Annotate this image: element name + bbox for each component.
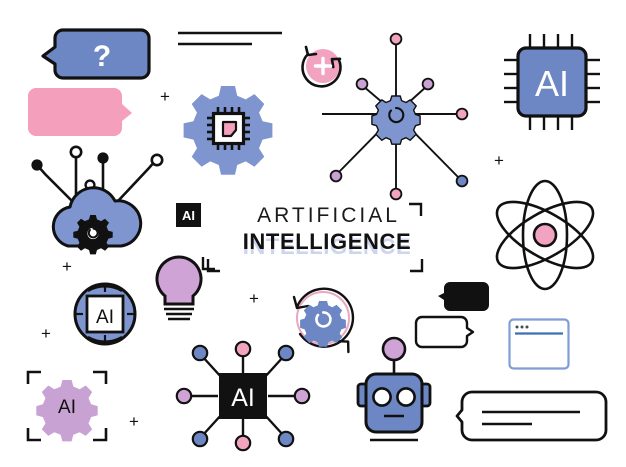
- network-ai-label: AI: [231, 384, 255, 412]
- chip-ai-label: AI: [535, 63, 569, 104]
- corner-bracket-top-right: [408, 202, 424, 219]
- plus-decoration: +: [249, 289, 259, 308]
- ai-processor-chip-icon: AI: [498, 26, 610, 138]
- ai-tag-badge: AI: [176, 203, 201, 227]
- robot-head-icon: [348, 334, 440, 454]
- pink-speech-bubble: [28, 86, 136, 140]
- ai-network-node-icon: AI: [175, 338, 311, 454]
- question-mark-glyph: ?: [93, 40, 111, 73]
- black-speech-bubble: [437, 281, 491, 313]
- white-speech-bubble: [414, 315, 475, 349]
- plus-decoration: +: [494, 151, 504, 170]
- corner-bracket-bottom-right: [409, 258, 425, 274]
- plus-decoration: +: [160, 87, 170, 106]
- corner-bracket-bulb: [201, 256, 217, 272]
- gear-ai-label: AI: [58, 397, 76, 418]
- question-speech-bubble: ?: [40, 26, 152, 86]
- plus-decoration: +: [129, 412, 139, 431]
- atom-icon: [485, 175, 605, 295]
- title-line-intelligence-shadow: INTELLIGENCE: [242, 234, 412, 260]
- ai-tag-label: AI: [182, 207, 195, 223]
- text-lines-speech-bubble: [455, 390, 608, 444]
- cloud-computing-gear-icon: [18, 145, 173, 255]
- title-line-artificial: ARTIFICIAL: [257, 204, 400, 227]
- lightbulb-icon: [150, 253, 208, 327]
- browser-window-icon: [508, 318, 570, 370]
- radial-gear-hub-icon: [322, 24, 482, 204]
- title-line-intelligence: INTELLIGENCE: [242, 229, 412, 255]
- refresh-plus-icon: [296, 38, 352, 94]
- gear-ai-icon-frame: AI: [24, 368, 110, 444]
- gear-refresh-cycle-icon: [288, 283, 360, 355]
- plus-decoration: +: [62, 257, 72, 276]
- decorative-lines: [178, 30, 288, 52]
- poster-title: ARTIFICIAL INTELLIGENCE INTELLIGENCE: [237, 204, 417, 260]
- globe-ai-label: AI: [96, 307, 114, 328]
- plus-decoration: +: [41, 324, 51, 343]
- globe-ai-icon: AI: [68, 277, 142, 351]
- corner-bracket-bottom-left: [205, 258, 221, 274]
- gear-processor-icon: [182, 82, 274, 175]
